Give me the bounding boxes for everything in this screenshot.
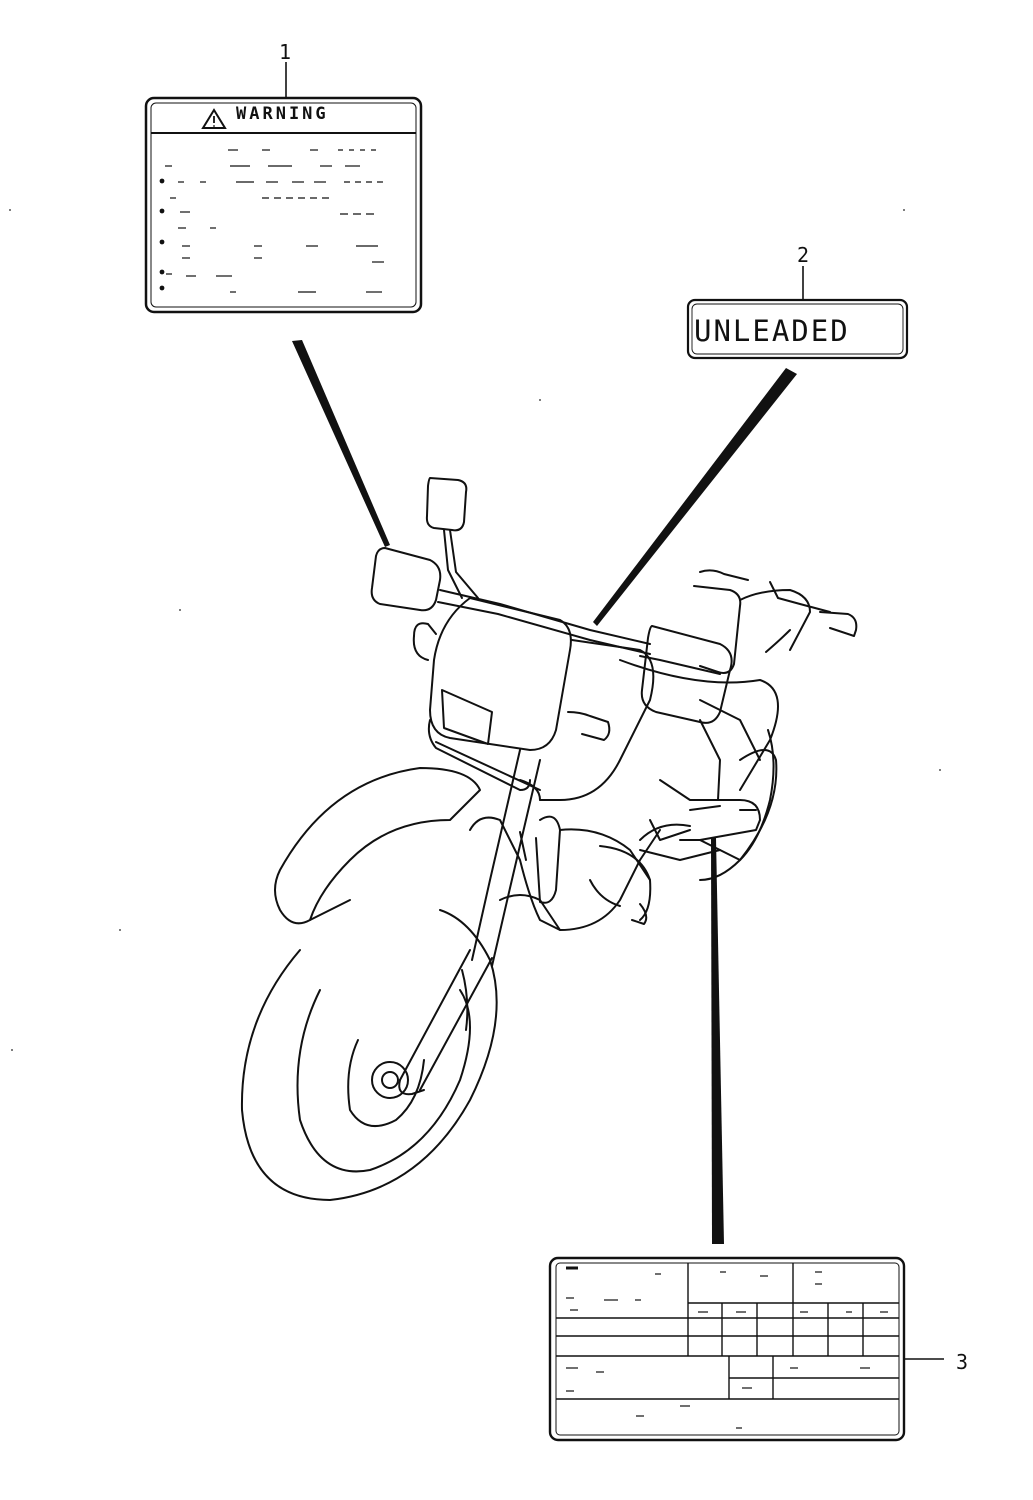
warning-bullets bbox=[159, 178, 165, 291]
warning-label[interactable] bbox=[144, 96, 423, 314]
callout-number-1: 1 bbox=[279, 40, 292, 64]
unleaded-label[interactable] bbox=[686, 298, 909, 360]
unleaded-label-text: UNLEADED bbox=[694, 314, 850, 348]
warning-label-title: WARNING bbox=[236, 104, 329, 124]
callout-number-2: 2 bbox=[797, 243, 810, 267]
spec-plate-text-marks bbox=[566, 1266, 888, 1429]
pointer-1 bbox=[292, 340, 390, 547]
scan-specks bbox=[9, 209, 941, 1051]
motorcycle-illustration bbox=[240, 477, 858, 1201]
pointer-2 bbox=[593, 368, 797, 626]
warning-text-lines bbox=[165, 149, 388, 293]
warning-triangle-icon bbox=[201, 108, 227, 129]
spec-plate-label[interactable] bbox=[548, 1256, 906, 1442]
callout-number-3: 3 bbox=[956, 1350, 969, 1374]
spec-plate-grid bbox=[556, 1263, 899, 1400]
pointer-lines bbox=[292, 340, 797, 1244]
pointer-3 bbox=[711, 838, 724, 1244]
